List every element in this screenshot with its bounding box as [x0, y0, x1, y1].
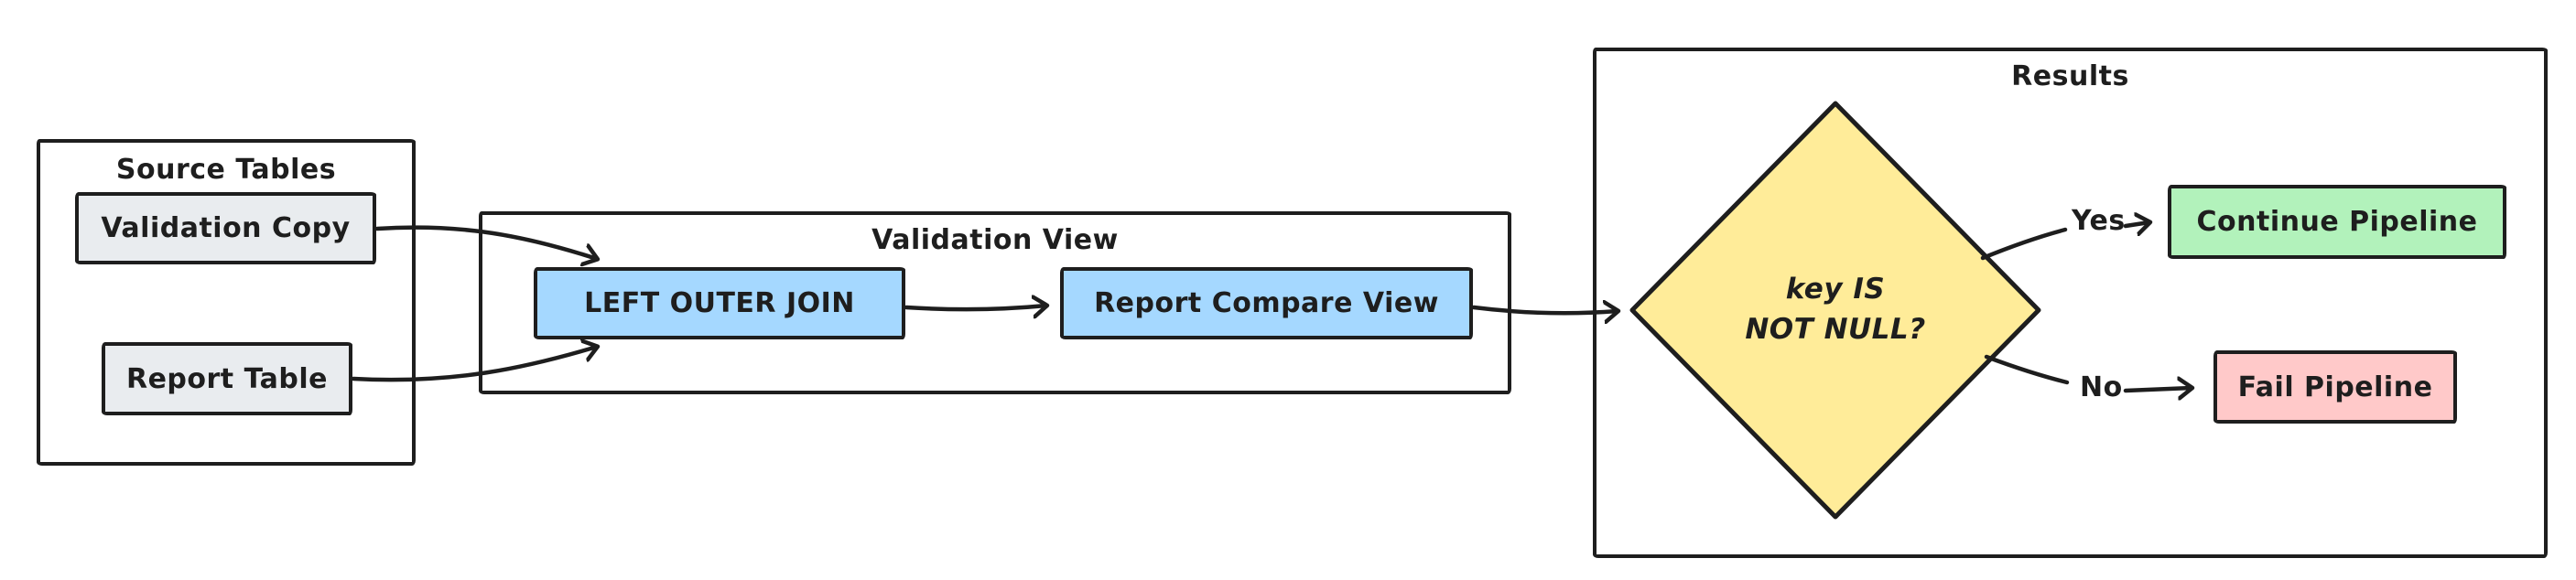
node-continue-pipeline[interactable]: Continue Pipeline — [2168, 185, 2506, 259]
decision-label-line1: key IS — [1785, 273, 1886, 306]
node-validation-copy-label: Validation Copy — [101, 212, 351, 244]
node-report-table[interactable]: Report Table — [102, 342, 352, 415]
group-validation-view[interactable]: Validation View — [479, 211, 1511, 394]
node-left-outer-join[interactable]: LEFT OUTER JOIN — [534, 267, 905, 339]
decision-label-line2: NOT NULL? — [1745, 313, 1926, 346]
decision-label: key IS NOT NULL? — [1689, 269, 1982, 349]
group-results[interactable]: Results — [1593, 48, 2548, 558]
edge-label-yes: Yes — [2072, 205, 2126, 237]
node-report-compare-view[interactable]: Report Compare View — [1060, 267, 1473, 339]
group-title-source-tables: Source Tables — [115, 154, 337, 186]
node-left-outer-join-label: LEFT OUTER JOIN — [584, 287, 855, 319]
node-validation-copy[interactable]: Validation Copy — [75, 192, 376, 264]
node-report-compare-view-label: Report Compare View — [1094, 287, 1439, 319]
group-title-results: Results — [2011, 60, 2129, 92]
edge-label-no: No — [2080, 371, 2123, 403]
group-source-tables[interactable]: Source Tables — [37, 139, 416, 466]
node-continue-pipeline-label: Continue Pipeline — [2196, 206, 2478, 238]
group-title-validation-view: Validation View — [871, 224, 1119, 256]
node-fail-pipeline-label: Fail Pipeline — [2237, 371, 2433, 403]
node-fail-pipeline[interactable]: Fail Pipeline — [2213, 350, 2457, 424]
node-report-table-label: Report Table — [125, 362, 329, 395]
